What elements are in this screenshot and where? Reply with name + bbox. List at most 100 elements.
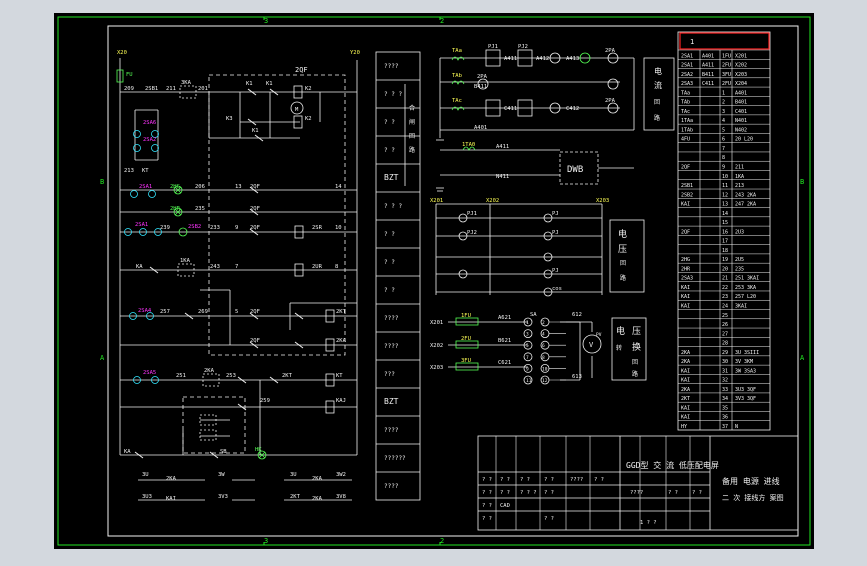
svg-text:DWB: DWB bbox=[567, 165, 583, 175]
zone-label-bottom-3: 3 bbox=[264, 537, 268, 545]
svg-text:2QF: 2QF bbox=[250, 338, 260, 344]
table-cell: 23 bbox=[722, 294, 728, 300]
svg-text:SB: SB bbox=[220, 449, 227, 455]
table-cell: 3V3 3QF bbox=[735, 396, 756, 402]
svg-text:PJ1: PJ1 bbox=[488, 44, 498, 50]
table-cell: KAI bbox=[681, 368, 690, 374]
svg-text:M: M bbox=[295, 107, 299, 113]
table-cell: 2SA3 bbox=[681, 81, 693, 87]
table-cell: 29 bbox=[722, 350, 728, 356]
table-cell: 2FU bbox=[722, 81, 731, 87]
table-cell: 24 bbox=[722, 304, 728, 310]
svg-text:KT: KT bbox=[336, 373, 343, 379]
zone-label-left-b: B bbox=[100, 178, 104, 186]
fn-side-label-3: 回 bbox=[409, 133, 415, 140]
svg-text:K1: K1 bbox=[252, 128, 259, 134]
switch-section-box bbox=[611, 317, 647, 381]
svg-text:2SA4: 2SA4 bbox=[138, 308, 152, 314]
svg-text:2QF: 2QF bbox=[295, 66, 308, 74]
table-cell: 1TAa bbox=[681, 118, 693, 124]
terminal-table-header bbox=[679, 32, 770, 50]
svg-text:A401: A401 bbox=[474, 125, 487, 131]
svg-text:GGD型 交 流 低压配电屏: GGD型 交 流 低压配电屏 bbox=[626, 460, 719, 470]
table-cell: 26 bbox=[722, 322, 728, 328]
switch-terminal-number: 7 bbox=[526, 355, 529, 361]
table-cell: 2SA3 bbox=[681, 276, 693, 282]
svg-text:回: 回 bbox=[632, 359, 638, 366]
table-cell: 2FU bbox=[722, 63, 731, 69]
table-cell: 1KA bbox=[735, 174, 744, 180]
table-cell: 30 bbox=[722, 359, 728, 365]
table-cell: 3V 3KM bbox=[735, 359, 753, 365]
svg-text:2KA: 2KA bbox=[312, 496, 323, 502]
table-cell: 34 bbox=[722, 396, 728, 402]
fn-side-label-1: 合 bbox=[409, 104, 415, 112]
svg-text:V: V bbox=[589, 341, 594, 349]
switch-terminal-number: 2 bbox=[542, 320, 545, 326]
fn-row-label: ???? bbox=[384, 427, 399, 434]
svg-text:PJ: PJ bbox=[552, 211, 559, 217]
svg-text:PJ1: PJ1 bbox=[467, 211, 477, 217]
table-cell: X204 bbox=[735, 81, 747, 87]
lamp-2hg bbox=[173, 185, 183, 195]
svg-text:2PA: 2PA bbox=[605, 98, 616, 104]
zone-label-top-2: 2 bbox=[440, 17, 444, 25]
svg-text:PJ: PJ bbox=[552, 268, 559, 274]
table-cell: 10 bbox=[722, 174, 728, 180]
fn-row-label: ??? bbox=[384, 371, 395, 378]
table-cell: KAI bbox=[681, 285, 690, 291]
table-cell: 1 bbox=[722, 90, 725, 96]
switch-terminal-number: 1 bbox=[526, 320, 529, 326]
zone-label-left-a: A bbox=[100, 354, 105, 362]
svg-text:2KA: 2KA bbox=[166, 476, 177, 482]
svg-text:10: 10 bbox=[335, 225, 342, 231]
svg-text:PJ2: PJ2 bbox=[518, 44, 528, 50]
svg-text:1KA: 1KA bbox=[180, 258, 191, 264]
table-cell: 2SB1 bbox=[681, 183, 693, 189]
svg-text:二 次 接线方 案图: 二 次 接线方 案图 bbox=[722, 493, 784, 502]
table-cell: 25 bbox=[722, 313, 728, 319]
switch-terminal bbox=[523, 329, 533, 339]
table-cell: 20 bbox=[722, 266, 728, 272]
title-grid-cell: ? ? bbox=[500, 477, 510, 483]
title-grid-cell: ???? bbox=[570, 477, 583, 483]
svg-text:8: 8 bbox=[335, 264, 338, 270]
svg-text:2SA5: 2SA5 bbox=[143, 370, 156, 376]
table-cell: 1TAb bbox=[681, 127, 693, 133]
control-circuit bbox=[119, 58, 358, 456]
svg-text:235: 235 bbox=[195, 206, 205, 212]
svg-text:Y20: Y20 bbox=[350, 50, 360, 56]
switch-terminal-number: 5 bbox=[526, 343, 529, 349]
svg-text:电: 电 bbox=[616, 325, 625, 337]
current-labels: TAa TAb TAc 1TA0 PJ1 PJ2 2PA 2PA 2PA A41… bbox=[452, 44, 662, 180]
svg-text:2FU: 2FU bbox=[461, 336, 471, 342]
title-grid-cell: ? ? bbox=[544, 490, 554, 496]
svg-text:B621: B621 bbox=[498, 338, 511, 344]
svg-text:2QF: 2QF bbox=[250, 225, 260, 231]
table-cell: 247 2KA bbox=[735, 202, 756, 208]
switch-terminal bbox=[523, 363, 533, 373]
svg-text:2SA1: 2SA1 bbox=[135, 222, 148, 228]
table-cell: 18 bbox=[722, 248, 728, 254]
svg-text:K1: K1 bbox=[246, 81, 253, 87]
svg-text:回: 回 bbox=[654, 99, 660, 106]
title-grid-cell: ? ? bbox=[482, 516, 492, 522]
fn-row-label: BZT bbox=[384, 173, 399, 182]
voltage-labels: X201 X202 X203 PJ1 PJ2 PJ PJ PJ cos 电 压 … bbox=[430, 198, 627, 292]
table-cell: 20 L20 bbox=[735, 137, 753, 143]
table-cell: 31 bbox=[722, 368, 728, 374]
title-block bbox=[477, 435, 799, 531]
svg-text:2KT: 2KT bbox=[336, 309, 347, 315]
fn-row-label: ? ? bbox=[384, 259, 395, 266]
table-cell: 35 bbox=[722, 405, 728, 411]
svg-text:2KA: 2KA bbox=[312, 476, 323, 482]
table-cell: 6 bbox=[722, 137, 725, 143]
zone-label-top-3: 3 bbox=[264, 17, 268, 25]
table-cell: 13 bbox=[722, 202, 728, 208]
table-cell: 2KT bbox=[681, 396, 690, 402]
table-cell: 2U3 bbox=[735, 229, 744, 235]
table-cell: 19 bbox=[722, 257, 728, 263]
svg-text:FU: FU bbox=[126, 72, 133, 78]
outer-frame bbox=[57, 16, 811, 546]
